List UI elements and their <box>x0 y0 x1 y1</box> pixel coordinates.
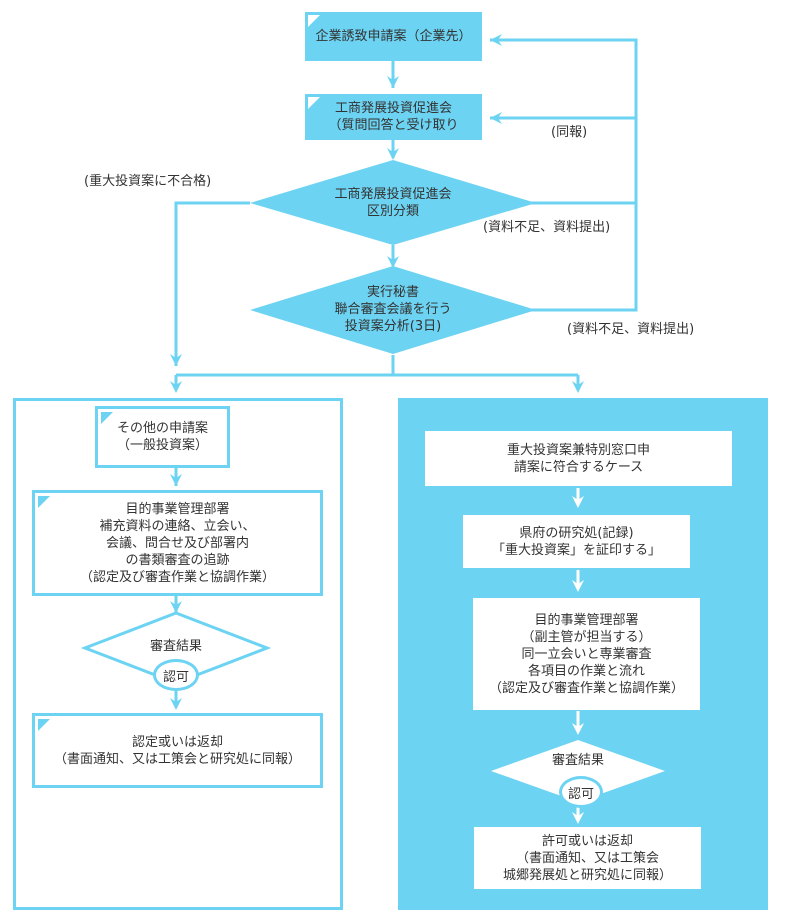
arrowhead <box>490 34 502 46</box>
result-line: 城郷発展処と研究処に同報） <box>502 867 672 883</box>
review-diamond-right <box>491 740 665 802</box>
dept-line: の書類審査の追跡 <box>125 552 230 568</box>
result-line: 認定或いは返却 <box>131 734 223 750</box>
dept-line: 会議、問合せ及び部署内 <box>105 535 249 551</box>
approve-text: 認可 <box>162 669 189 685</box>
arrowhead <box>170 354 182 366</box>
dept-box-left: 目的事業管理部署 補充資料の連絡、立会い、 会議、問合せ及び部署内 の書類審査の… <box>32 490 323 596</box>
other-line: （一般投資案） <box>116 438 208 453</box>
application-box: 企業誘致申請案（企業先） <box>305 12 482 61</box>
arrowhead <box>572 812 584 824</box>
corner-marker-icon <box>38 719 50 731</box>
prefecture-line: 「重大投資案」を証印する」 <box>491 542 661 558</box>
notify-label: (同報) <box>551 125 588 140</box>
not-major-line <box>174 201 250 366</box>
dept-line: （認定及び審査作業と協調作業） <box>79 569 275 585</box>
arrowhead <box>387 148 399 160</box>
corner-marker-icon <box>308 97 320 109</box>
dept-line: 目的事業管理部署 <box>125 501 230 517</box>
secretary-line: 投資案分析(3日) <box>344 319 442 334</box>
arrowhead <box>572 723 584 735</box>
arrowhead <box>572 580 584 592</box>
feedback-line-application <box>490 38 638 205</box>
major-line: 重大投資案兼特別窓口申 <box>506 442 650 458</box>
result-line: 許可或いは返却 <box>541 833 633 849</box>
council-line: （質問回答と受け取り <box>328 118 459 133</box>
other-line: その他の申請案 <box>116 421 208 436</box>
result-line: （書面通知、又は工策会 <box>515 850 659 866</box>
secretary-text: 実行秘書 聯合審査会議を行う 投資案分析(3日) <box>300 284 486 335</box>
dept-line: 同一立会いと専業審査 <box>521 646 652 662</box>
arrowhead <box>170 601 182 613</box>
result-box-right: 許可或いは返却 （書面通知、又は工策会 城郷発展処と研究処に同報） <box>474 827 701 889</box>
review-text-left: 審査結果 <box>149 639 202 654</box>
general-investment-region <box>13 398 343 910</box>
major-line: 請案に符合するケース <box>513 459 644 475</box>
arrowhead <box>572 496 584 508</box>
secretary-diamond <box>250 266 536 354</box>
classify-line: 区別分類 <box>366 204 419 219</box>
arrowheads <box>170 34 584 710</box>
prefecture-box: 県府の研究処(記録) 「重大投資案」を証印する」 <box>463 515 690 568</box>
arrowhead <box>170 381 182 393</box>
classify-text: 工商発展投資促進会 区別分類 <box>300 186 486 220</box>
major-investment-box: 重大投資案兼特別窓口申 請案に符合するケース <box>425 431 732 486</box>
corner-marker-icon <box>38 496 50 508</box>
approve-badge-left: 認可 <box>153 659 199 691</box>
dept-box-right: 目的事業管理部署 （副主管が担当する） 同一立会いと専業審査 各項目の作業と流れ… <box>473 598 700 710</box>
council-box: 工商発展投資促進会 （質問回答と受け取り <box>305 94 482 140</box>
application-text: 企業誘致申請案（企業先） <box>315 29 472 44</box>
feedback-line-secretary <box>530 200 638 312</box>
approve-badge-right: 認可 <box>559 776 603 808</box>
approve-text: 認可 <box>567 786 594 802</box>
arrowhead <box>490 112 502 124</box>
secretary-line: 聯合審査会議を行う <box>334 302 452 317</box>
corner-marker-icon <box>308 15 320 27</box>
arrowhead <box>572 381 584 393</box>
arrowhead <box>387 76 399 88</box>
corner-marker-icon <box>101 412 113 424</box>
dept-line: （副主管が担当する） <box>521 629 652 645</box>
not-major-label: (重大投資案に不合格) <box>84 174 212 189</box>
insufficient-label: (資料不足、資料提出) <box>483 220 611 235</box>
classify-diamond <box>250 160 536 245</box>
prefecture-line: 県府の研究処(記録) <box>519 525 634 541</box>
insufficient-label: (資料不足、資料提出) <box>567 322 695 337</box>
dept-line: 各項目の作業と流れ <box>527 663 645 679</box>
classify-line: 工商発展投資促進会 <box>334 187 452 202</box>
arrowhead <box>170 698 182 710</box>
dept-line: 目的事業管理部署 <box>534 612 639 628</box>
result-box-left: 認定或いは返却 （書面通知、又は工策会と研究処に同報） <box>32 713 323 788</box>
council-line: 工商発展投資促進会 <box>334 101 452 116</box>
arrowhead <box>170 474 182 486</box>
arrowhead <box>387 256 399 268</box>
dept-line: 補充資料の連絡、立会い、 <box>99 518 256 534</box>
review-text-right: 審査結果 <box>551 753 604 768</box>
other-application-box: その他の申請案 （一般投資案） <box>95 406 230 468</box>
dept-line: （認定及び審査作業と協調作業） <box>488 680 684 696</box>
secretary-line: 実行秘書 <box>366 285 419 300</box>
result-line: （書面通知、又は工策会と研究処に同報） <box>53 751 301 767</box>
